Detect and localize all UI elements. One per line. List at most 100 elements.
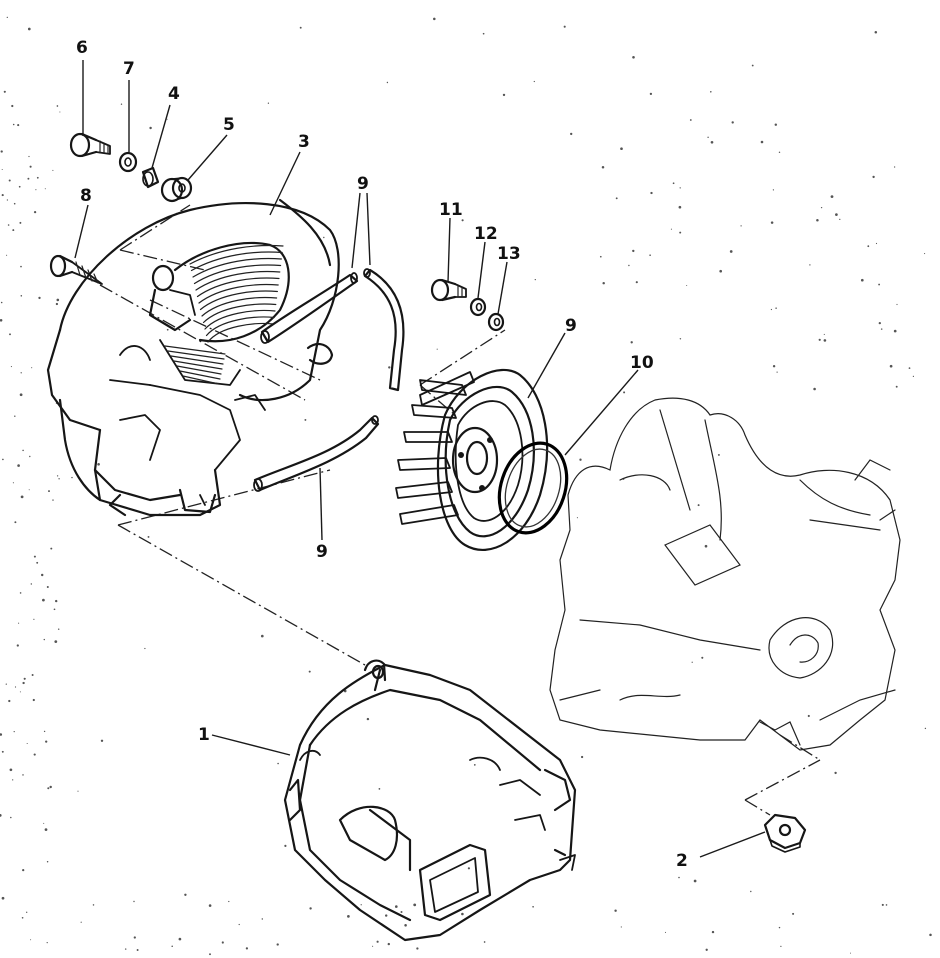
callout-13: 12 [474,224,498,244]
noise-speck [14,686,17,688]
noise-speck [12,123,15,126]
noise-speck [874,31,878,34]
noise-speck [602,281,605,285]
noise-speck [46,942,48,944]
noise-speck [719,269,723,273]
noise-speck [620,147,623,151]
noise-speck [0,319,3,322]
noise-speck [878,321,881,325]
noise-speck [238,923,240,926]
noise-speck [750,890,752,893]
noise-speck [461,219,464,222]
noise-speck [770,308,772,311]
noise-speck [707,136,709,139]
cooling-fins [395,371,475,525]
noise-speck [881,903,884,906]
noise-speck [124,948,127,950]
scan-noise [0,16,932,956]
noise-speck [57,628,60,630]
part-9-hoses [253,268,405,492]
noise-speck [147,535,150,538]
cooling-fin [395,481,453,499]
noise-speck [807,714,810,718]
noise-speck [691,661,693,663]
noise-speck [689,119,692,121]
noise-speck [7,224,10,226]
noise-speck [372,945,374,947]
noise-speck [43,822,45,824]
noise-speck [570,132,573,136]
noise-speck [8,179,11,182]
noise-speck [875,242,878,245]
noise-speck [693,879,697,883]
noise-speck [6,16,8,19]
noise-speck [28,155,30,158]
grille-slat [182,375,220,385]
noise-speck [19,393,23,397]
noise-speck [0,150,3,153]
noise-speck [55,302,59,306]
grille-slat [195,270,281,291]
noise-speck [860,278,864,282]
noise-speck [277,762,279,765]
noise-speck [711,930,715,934]
noise-speck [43,638,45,641]
noise-speck [17,124,20,127]
noise-speck [5,683,7,685]
part-10-flywheel [395,369,549,551]
noise-speck [387,942,390,946]
noise-speck [778,151,781,154]
noise-speck [32,698,35,702]
noise-speck [366,717,370,721]
grille-slat [176,365,222,375]
noise-speck [601,166,605,169]
cooling-fin [419,379,467,396]
part-8-screw [49,254,103,285]
noise-speck [3,90,6,93]
noise-speck [100,739,104,742]
noise-speck [136,949,139,951]
noise-speck [144,647,146,650]
callout-10: 9 [565,316,577,336]
noise-speck [893,166,896,168]
noise-speck [26,742,28,745]
noise-speck [630,341,633,344]
noise-speck [308,670,311,673]
noise-speck [889,364,893,368]
part-7-washer [118,151,138,173]
noise-speck [823,339,827,342]
noise-speck [792,912,795,915]
noise-speck [823,333,825,335]
noise-speck [835,213,838,216]
noise-speck [133,936,136,939]
noise-speck [632,249,635,253]
callout-6: 6 [76,38,88,58]
noise-speck [615,197,618,200]
noise-speck [28,489,30,491]
noise-speck [705,948,708,951]
grille-slat [196,277,280,298]
noise-speck [14,415,16,417]
noise-speck [571,318,574,321]
noise-speck [872,175,875,179]
noise-speck [16,644,19,647]
noise-speck [778,926,781,929]
noise-speck [6,254,8,256]
noise-speck [895,385,898,388]
noise-speck [775,307,777,309]
grille-slat [190,251,283,272]
grille-slat [204,309,276,330]
noise-speck [635,281,638,284]
noise-speck [6,199,9,201]
noise-speck [33,555,36,558]
noise-speck [29,165,32,168]
noise-speck [56,298,60,302]
noise-speck [620,926,622,928]
cooling-fin [403,431,453,443]
part-6-bolt [69,132,111,158]
noise-speck [929,933,932,937]
noise-speck [0,733,3,736]
noise-speck [912,375,915,378]
noise-speck [628,264,630,267]
noise-speck [13,202,16,205]
